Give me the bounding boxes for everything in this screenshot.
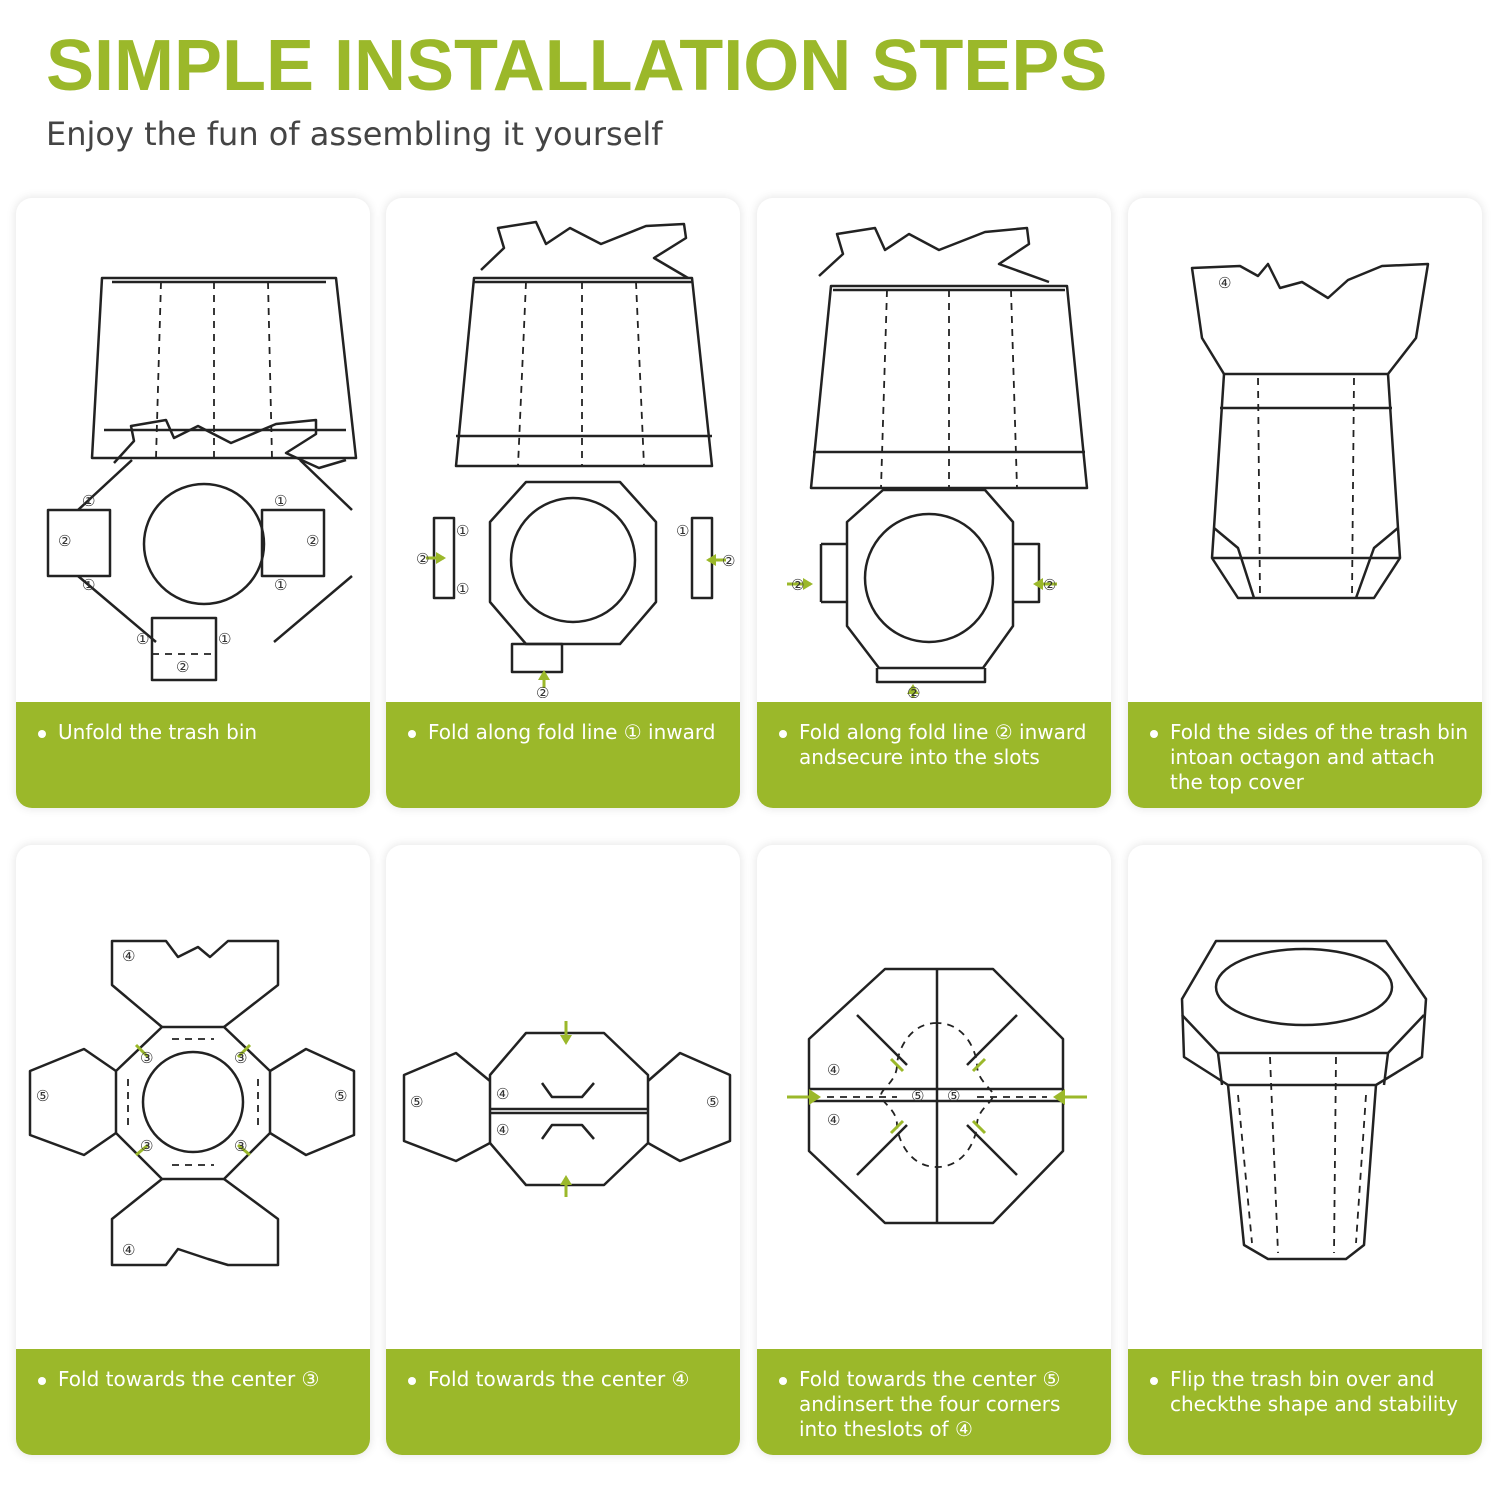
step-card-4: ④ Fold the sides of the trash bin intoan… — [1128, 198, 1482, 808]
marker-1: ① — [456, 522, 469, 540]
marker-1: ① — [456, 580, 469, 598]
step-4-caption-text: Fold the sides of the trash bin intoan o… — [1170, 720, 1469, 794]
step-card-3: ② ② ② Fold along fold line ② inward ands… — [757, 198, 1111, 808]
page-title: SIMPLE INSTALLATION STEPS — [46, 26, 1108, 106]
marker-2: ② — [416, 550, 429, 568]
step-2-caption-text: Fold along fold line ① inward — [428, 720, 716, 744]
step-8-caption: Flip the trash bin over and checkthe sha… — [1128, 1349, 1482, 1455]
marker-2: ② — [58, 532, 71, 550]
marker-5: ⑤ — [947, 1087, 960, 1105]
step-3-caption-text: Fold along fold line ② inward andsecure … — [799, 720, 1087, 769]
bullet — [1150, 1377, 1158, 1385]
step-1-caption-text: Unfold the trash bin — [58, 720, 258, 744]
marker-2: ② — [791, 576, 804, 594]
marker-2: ② — [306, 532, 319, 550]
page-subtitle: Enjoy the fun of assembling it yourself — [46, 115, 663, 153]
bullet — [408, 1377, 416, 1385]
step-8-caption-text: Flip the trash bin over and checkthe sha… — [1170, 1367, 1458, 1416]
bullet — [38, 1377, 46, 1385]
marker-4: ④ — [827, 1061, 840, 1079]
marker-4: ④ — [496, 1121, 509, 1139]
marker-2: ② — [907, 684, 920, 698]
step-card-6: ④ ④ ⑤ ⑤ Fold towards the center ④ — [386, 845, 740, 1455]
step-5-caption: Fold towards the center ③ — [16, 1349, 370, 1455]
marker-5: ⑤ — [706, 1093, 719, 1111]
marker-4: ④ — [122, 1241, 135, 1259]
marker-3: ③ — [234, 1137, 247, 1155]
marker-2: ② — [176, 658, 189, 676]
step-card-2: ② ② ② ① ① ① Fold along fold line ① inwar… — [386, 198, 740, 808]
step-2-caption: Fold along fold line ① inward — [386, 702, 740, 808]
marker-4: ④ — [827, 1111, 840, 1129]
marker-3: ③ — [140, 1049, 153, 1067]
marker-4: ④ — [496, 1085, 509, 1103]
step-8-illustration — [1180, 939, 1428, 1261]
marker-2: ② — [1043, 576, 1056, 594]
bullet — [38, 730, 46, 738]
marker-3: ③ — [234, 1049, 247, 1067]
step-1-illustration: ② ② ② ① ① ① ① ① ① — [46, 276, 358, 682]
marker-4: ④ — [122, 947, 135, 965]
step-4-caption: Fold the sides of the trash bin intoan o… — [1128, 702, 1482, 808]
step-5-illustration: ④ ④ ⑤ ⑤ ③ ③ ③ ③ — [28, 939, 356, 1267]
marker-1: ① — [676, 522, 689, 540]
step-7-caption: Fold towards the center ⑤ andinsert the … — [757, 1349, 1111, 1455]
step-card-1: ② ② ② ① ① ① ① ① ① Unfold the trash bin — [16, 198, 370, 808]
step-3-illustration: ② ② ② — [787, 226, 1089, 698]
marker-5: ⑤ — [410, 1093, 423, 1111]
bullet — [408, 730, 416, 738]
step-3-caption: Fold along fold line ② inward andsecure … — [757, 702, 1111, 808]
step-card-8: Flip the trash bin over and checkthe sha… — [1128, 845, 1482, 1455]
marker-5: ⑤ — [911, 1087, 924, 1105]
step-card-7: ④ ④ ⑤ ⑤ Fold towards the center ⑤ andins… — [757, 845, 1111, 1455]
bullet — [779, 730, 787, 738]
marker-2: ② — [536, 684, 549, 698]
step-7-caption-text: Fold towards the center ⑤ andinsert the … — [799, 1367, 1061, 1441]
step-6-illustration: ④ ④ ⑤ ⑤ — [402, 1021, 732, 1197]
marker-1: ① — [82, 576, 95, 594]
marker-4: ④ — [1218, 274, 1231, 292]
marker-3: ③ — [140, 1137, 153, 1155]
step-6-caption-text: Fold towards the center ④ — [428, 1367, 690, 1391]
step-5-caption-text: Fold towards the center ③ — [58, 1367, 320, 1391]
step-card-5: ④ ④ ⑤ ⑤ ③ ③ ③ ③ Fold towards the center … — [16, 845, 370, 1455]
bullet — [779, 1377, 787, 1385]
marker-5: ⑤ — [334, 1087, 347, 1105]
marker-1: ① — [218, 630, 231, 648]
marker-5: ⑤ — [36, 1087, 49, 1105]
marker-1: ① — [82, 492, 95, 510]
step-2-illustration: ② ② ② ① ① ① — [416, 220, 735, 698]
step-1-caption: Unfold the trash bin — [16, 702, 370, 808]
bullet — [1150, 730, 1158, 738]
marker-1: ① — [274, 576, 287, 594]
marker-1: ① — [136, 630, 149, 648]
step-6-caption: Fold towards the center ④ — [386, 1349, 740, 1455]
marker-2: ② — [722, 552, 735, 570]
step-7-illustration: ④ ④ ⑤ ⑤ — [787, 967, 1087, 1225]
step-4-illustration: ④ — [1190, 262, 1430, 600]
marker-1: ① — [274, 492, 287, 510]
